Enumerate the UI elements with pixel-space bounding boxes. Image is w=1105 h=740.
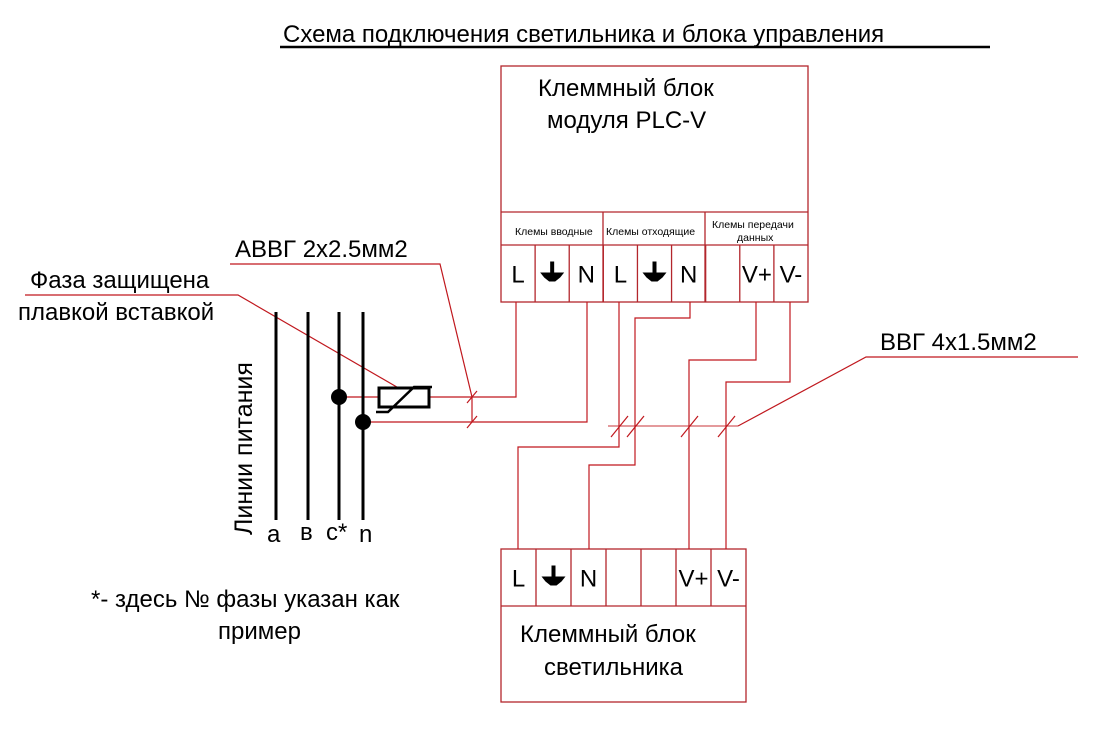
leader-vvg (737, 356, 1078, 427)
cable-tick (626, 415, 645, 438)
plc-terminal-label: V- (780, 262, 803, 289)
leader-fuse (25, 294, 403, 391)
lamp-terminal-label: N (580, 566, 597, 593)
lamp-terminal-label: L (512, 566, 525, 593)
plc-block-title-1: Клеммный блок (538, 75, 714, 102)
plc-block-outline (500, 65, 809, 303)
plc-terminal-label: L (614, 262, 627, 289)
power-lines: a в c* n Линии питания (230, 312, 372, 548)
leader-avvg (230, 263, 473, 398)
ground-icon (540, 261, 565, 282)
wire-input-n (472, 302, 588, 423)
plc-block-title-2: модуля PLC-V (547, 107, 706, 134)
plc-terminal-block: Клеммный блок модуля PLC-V Клемы вводные… (500, 65, 809, 303)
power-lines-label: Линии питания (230, 362, 258, 535)
wire-output-l (517, 302, 620, 549)
fuse-label-2: плавкой вставкой (18, 299, 214, 326)
wire-data-vminus (725, 302, 791, 549)
footnote-1: *- здесь № фазы указан как (91, 586, 400, 613)
diagram-title: Схема подключения светильника и блока уп… (283, 21, 884, 48)
lamp-block-outline (500, 548, 747, 703)
junction-dot-phase (331, 389, 347, 405)
cable-tick (680, 415, 699, 438)
plc-terminal-label: N (578, 262, 595, 289)
line-label-b: в (300, 519, 313, 546)
wire-output-n (588, 302, 691, 549)
lamp-terminal-label: V- (717, 566, 740, 593)
junction-dot-neutral (355, 414, 371, 430)
lamp-terminal-label: V+ (678, 566, 708, 593)
group-label-output: Клемы отходящие (606, 226, 695, 238)
group-label-data-2: данных (737, 232, 774, 244)
lamp-terminal-block: Клеммный блок светильника L N V+ V- (500, 548, 747, 703)
ground-icon (541, 565, 566, 586)
line-label-c: c* (326, 519, 347, 546)
footnote-2: пример (218, 618, 301, 645)
cable-tick (717, 415, 736, 438)
cable-tick (610, 415, 629, 438)
plc-terminal-label: L (511, 262, 524, 289)
lamp-block-title-2: светильника (544, 654, 684, 681)
fuse-label-1: Фаза защищена (30, 267, 210, 294)
cable-data-label: ВВГ 4х1.5мм2 (880, 329, 1037, 356)
line-label-n: n (359, 521, 372, 548)
group-label-data-1: Клемы передачи (712, 219, 794, 231)
plc-terminal-label: V+ (742, 262, 772, 289)
group-label-input: Клемы вводные (515, 226, 593, 238)
line-label-a: a (267, 521, 281, 548)
lamp-block-title-1: Клеммный блок (520, 621, 696, 648)
ground-icon (642, 261, 667, 282)
wire-input-l (472, 302, 517, 398)
plc-terminal-label: N (680, 262, 697, 289)
cable-power-label: АВВГ 2х2.5мм2 (235, 236, 408, 263)
fuse-icon (376, 385, 432, 414)
wire-data-vplus (688, 302, 757, 549)
